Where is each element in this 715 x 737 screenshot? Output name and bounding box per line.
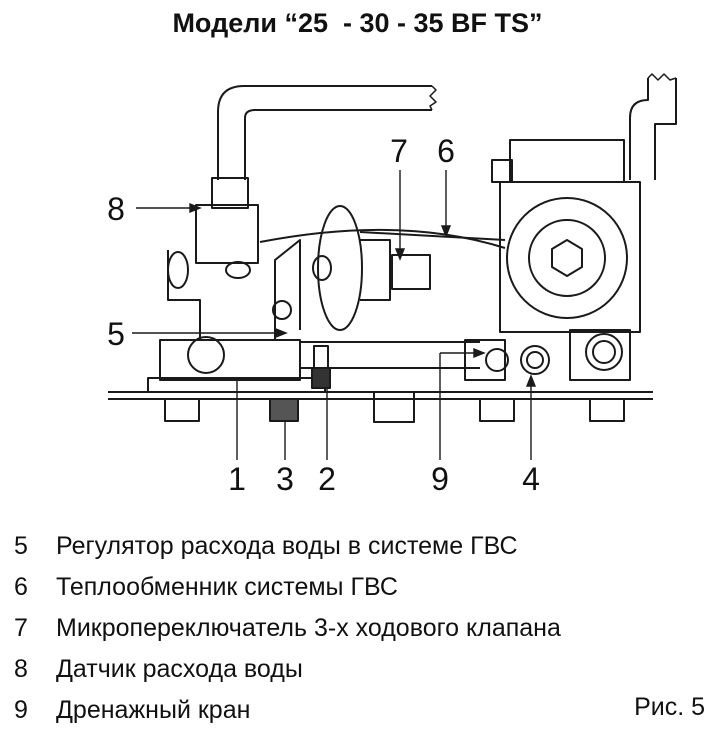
valve-flange	[317, 205, 363, 331]
legend-number: 7	[14, 614, 28, 642]
drain-valve	[485, 348, 509, 372]
callout-2: 2	[318, 461, 336, 497]
legend-text: Регулятор расхода воды в системе ГВС	[56, 532, 518, 560]
callout-1: 1	[228, 461, 246, 497]
callout-8: 8	[107, 191, 125, 227]
heat-exchanger-line	[259, 228, 506, 249]
flow-sensor	[195, 204, 259, 264]
valve-body	[167, 239, 301, 341]
legend-number: 8	[14, 655, 28, 683]
microswitch	[391, 254, 431, 290]
callout-4: 4	[522, 461, 540, 497]
callout-5: 5	[107, 316, 125, 352]
diagram-title: Модели “25 - 30 - 35 BF TS”	[172, 8, 543, 38]
legend-text: Датчик расхода воды	[56, 655, 303, 683]
legend-text: Теплообменник системы ГВС	[56, 573, 398, 601]
callout-6: 6	[437, 133, 455, 169]
legend-number: 9	[14, 696, 28, 724]
legend-item: 6 Теплообменник системы ГВС	[14, 573, 561, 614]
legend-list: 5 Регулятор расхода воды в системе ГВС 6…	[14, 532, 561, 737]
left-pipe	[217, 85, 432, 180]
hydraulic-unit-drawing: 1 3 2 9 4 5 7 6 8	[107, 73, 677, 497]
right-pipe	[629, 78, 677, 180]
drain-cap	[269, 398, 299, 422]
legend-text: Микропереключатель 3-х ходового клапана	[56, 614, 561, 642]
callout-9: 9	[431, 461, 449, 497]
legend-item: 9 Дренажный кран	[14, 696, 561, 737]
legend-number: 6	[14, 573, 28, 601]
legend-item: 8 Датчик расхода воды	[14, 655, 561, 696]
callout-7: 7	[390, 133, 408, 169]
figure-label: Рис. 5	[634, 693, 705, 721]
callout-3: 3	[276, 461, 294, 497]
legend-text: Дренажный кран	[56, 696, 251, 724]
legend-number: 5	[14, 532, 28, 560]
pump	[506, 197, 628, 319]
legend-item: 7 Микропереключатель 3-х ходового клапан…	[14, 614, 561, 655]
safety-valve	[526, 351, 544, 369]
legend-item: 5 Регулятор расхода воды в системе ГВС	[14, 532, 561, 573]
fitting	[164, 398, 200, 422]
base-plate	[108, 391, 653, 400]
